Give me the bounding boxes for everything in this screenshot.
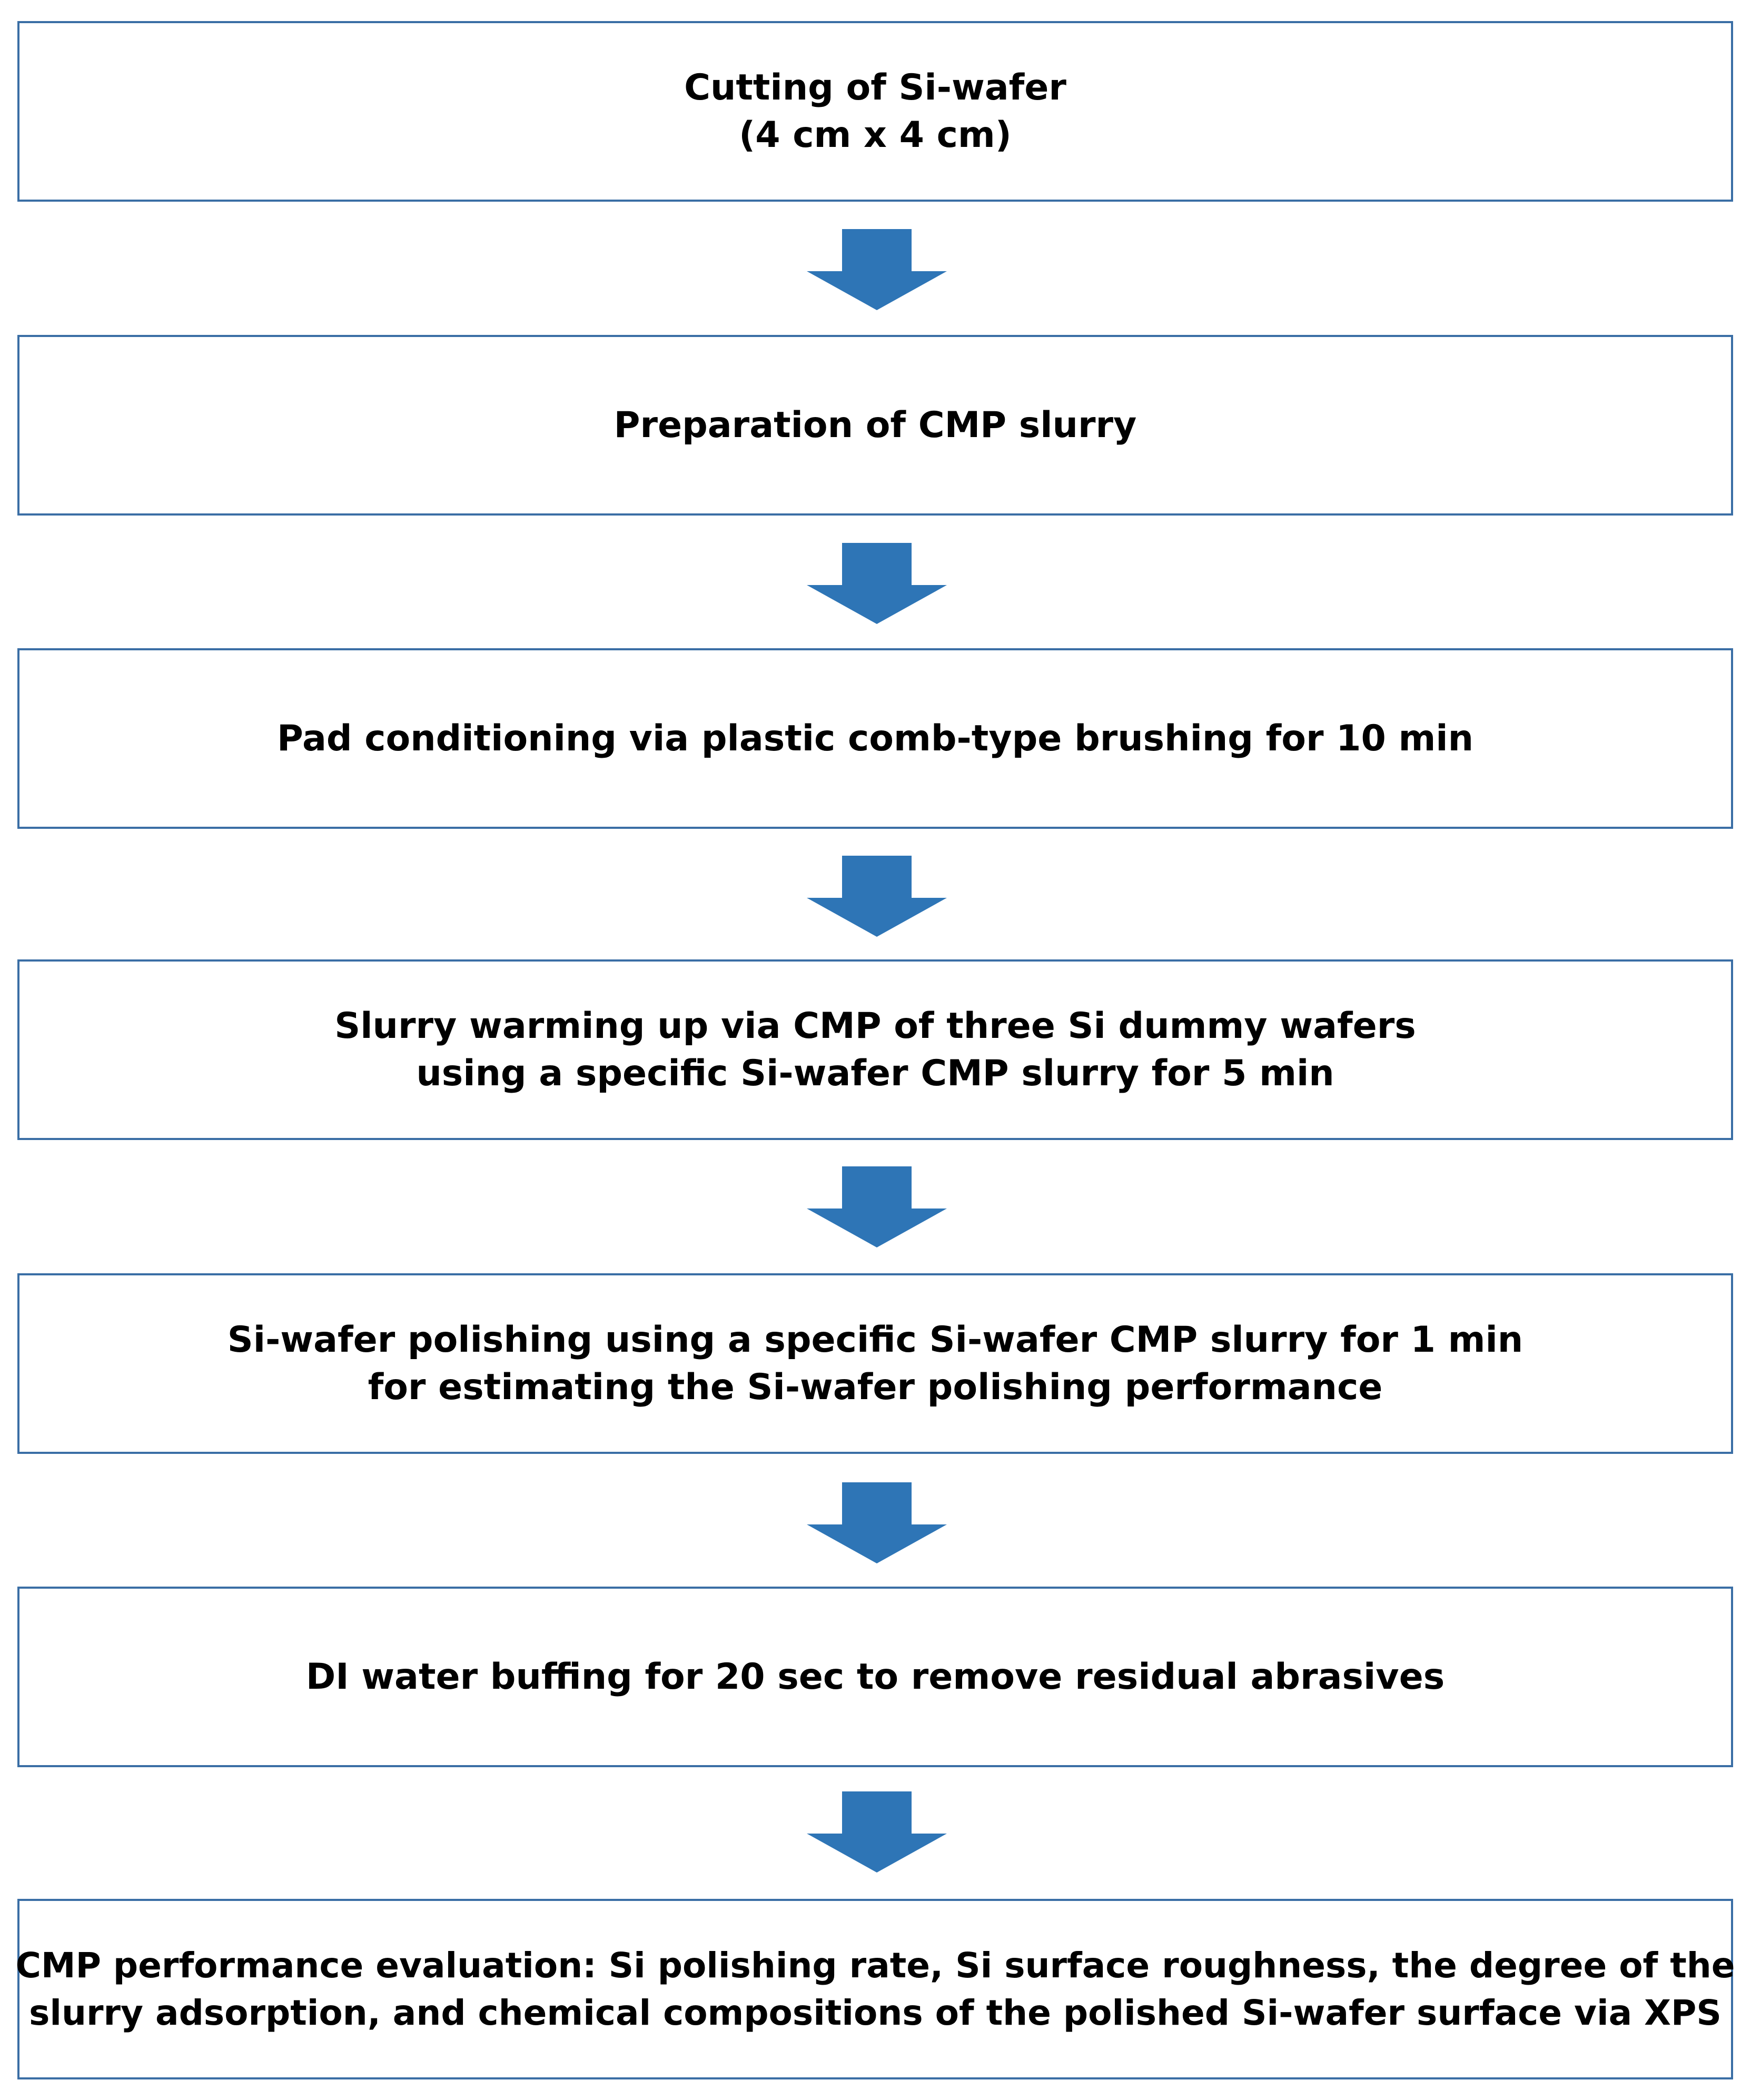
step-text-line: using a specific Si-wafer CMP slurry for… [416,1052,1334,1094]
step-text-line: DI water buffing for 20 sec to remove re… [305,1656,1445,1698]
step-text-line: for estimating the Si-wafer polishing pe… [368,1366,1383,1408]
step-text-line: CMP performance evaluation: Si polishing… [15,1945,1735,1986]
step-text-line: Cutting of Si-wafer [684,66,1066,108]
step-box-cutting: Cutting of Si-wafer (4 cm x 4 cm) [17,21,1733,202]
step-text-line: slurry adsorption, and chemical composit… [29,1992,1722,2033]
step-text-line: Slurry warming up via CMP of three Si du… [334,1005,1416,1047]
step-text-line: (4 cm x 4 cm) [739,114,1012,156]
step-text-line: Si-wafer polishing using a specific Si-w… [227,1319,1524,1361]
down-arrow-icon [807,229,947,310]
step-box-performance-evaluation: CMP performance evaluation: Si polishing… [15,1899,1735,2079]
down-arrow-icon [807,1482,947,1563]
step-text-line: Pad conditioning via plastic comb-type b… [276,717,1474,759]
step-text-line: Preparation of CMP slurry [614,404,1137,446]
step-box-wafer-polishing: Si-wafer polishing using a specific Si-w… [17,1273,1733,1454]
down-arrow-icon [807,1791,947,1873]
down-arrow-icon [807,1166,947,1247]
down-arrow-icon [807,856,947,937]
step-box-slurry-warming: Slurry warming up via CMP of three Si du… [17,959,1733,1140]
step-box-slurry-preparation: Preparation of CMP slurry [17,335,1733,516]
down-arrow-icon [807,543,947,624]
step-box-pad-conditioning: Pad conditioning via plastic comb-type b… [17,648,1733,829]
step-box-di-water-buffing: DI water buffing for 20 sec to remove re… [17,1587,1733,1767]
